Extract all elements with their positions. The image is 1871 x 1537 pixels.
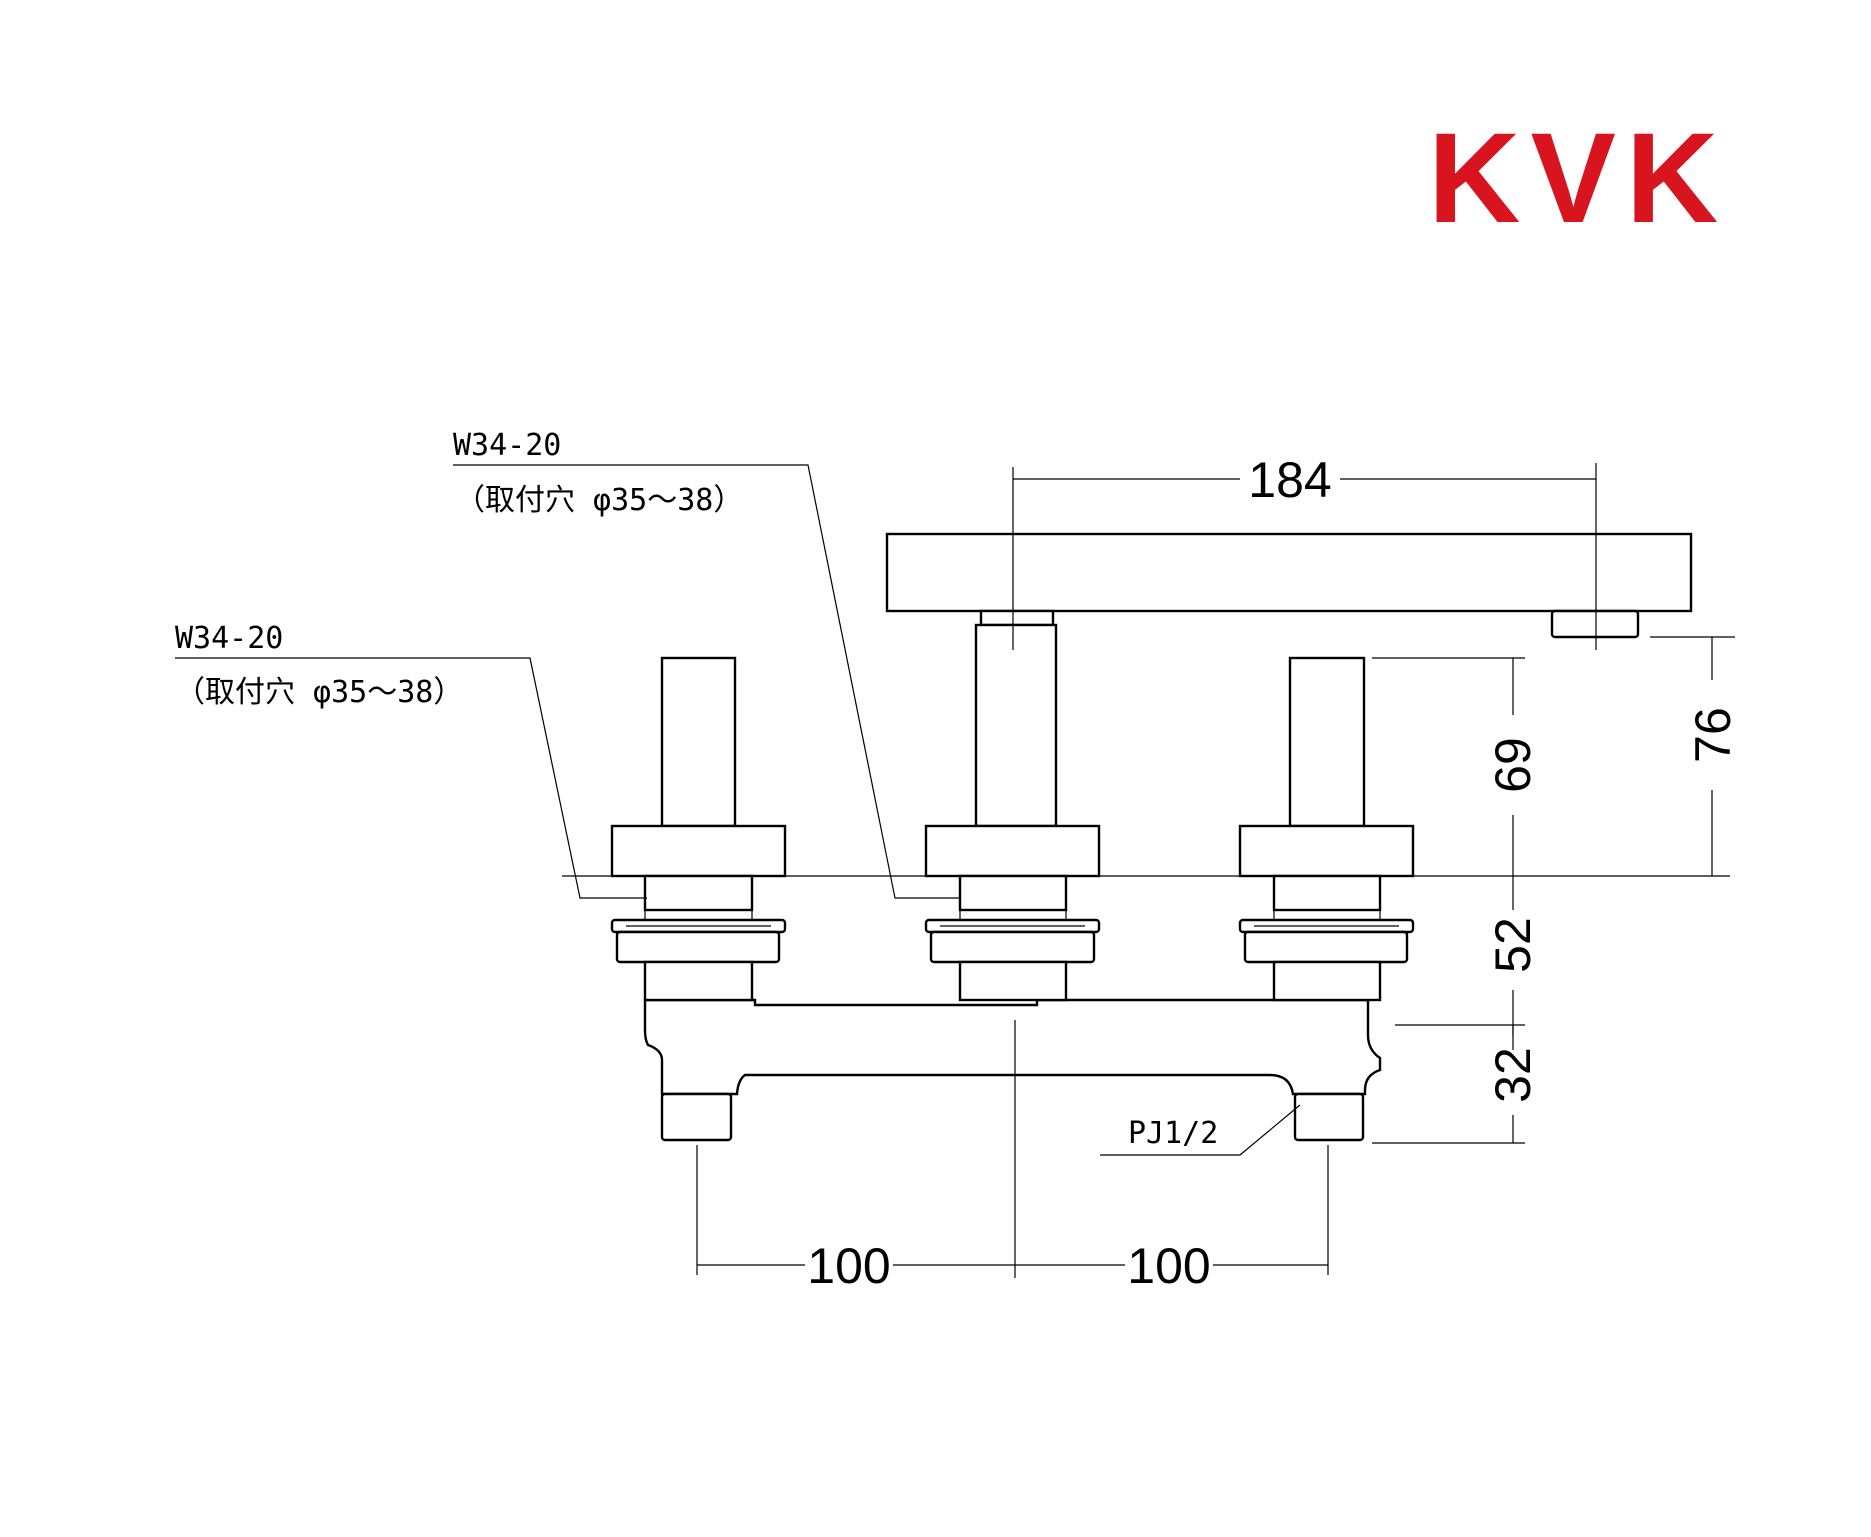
dim-body-lower: 32 [1372,1024,1541,1144]
right-valve [1238,656,1415,1002]
brand-logo: KVK [1428,107,1728,250]
dim-handle-height: 69 [1372,657,1541,910]
dim-spout-reach: 184 [1013,452,1596,508]
dim-body-top-label: 52 [1485,917,1541,973]
dim-pitch-left-label: 100 [807,1238,890,1294]
dim-spout-reach-label: 184 [1248,452,1331,508]
center-mount [924,824,1101,1002]
left-valve [610,656,787,1002]
center-lines [696,463,1597,1278]
callout-inlet: PJ1/2 [1100,1104,1301,1156]
faucet-body [643,998,1382,1096]
inlet-connectors [660,1092,1365,1142]
dim-pitch: 100 100 [697,1238,1328,1294]
callout-left-thread-label: W34-20 [175,621,283,656]
dim-outlet-height-label: 76 [1685,707,1741,763]
dim-pitch-right-label: 100 [1127,1238,1210,1294]
callout-center-thread-label: W34-20 [453,428,561,463]
dim-body-top: 52 [1485,917,1541,1050]
callout-center-hole-label: （取付穴 φ35～38） [455,483,743,518]
dim-outlet-height: 76 [1650,636,1741,876]
spout [885,532,1693,828]
callout-center-thread: W34-20 （取付穴 φ35～38） [453,428,961,899]
dim-handle-height-label: 69 [1485,737,1541,793]
callout-inlet-label: PJ1/2 [1128,1116,1218,1151]
callout-left-thread: W34-20 （取付穴 φ35～38） [175,621,647,899]
callout-left-hole-label: （取付穴 φ35～38） [175,675,463,710]
dim-body-lower-label: 32 [1485,1047,1541,1103]
